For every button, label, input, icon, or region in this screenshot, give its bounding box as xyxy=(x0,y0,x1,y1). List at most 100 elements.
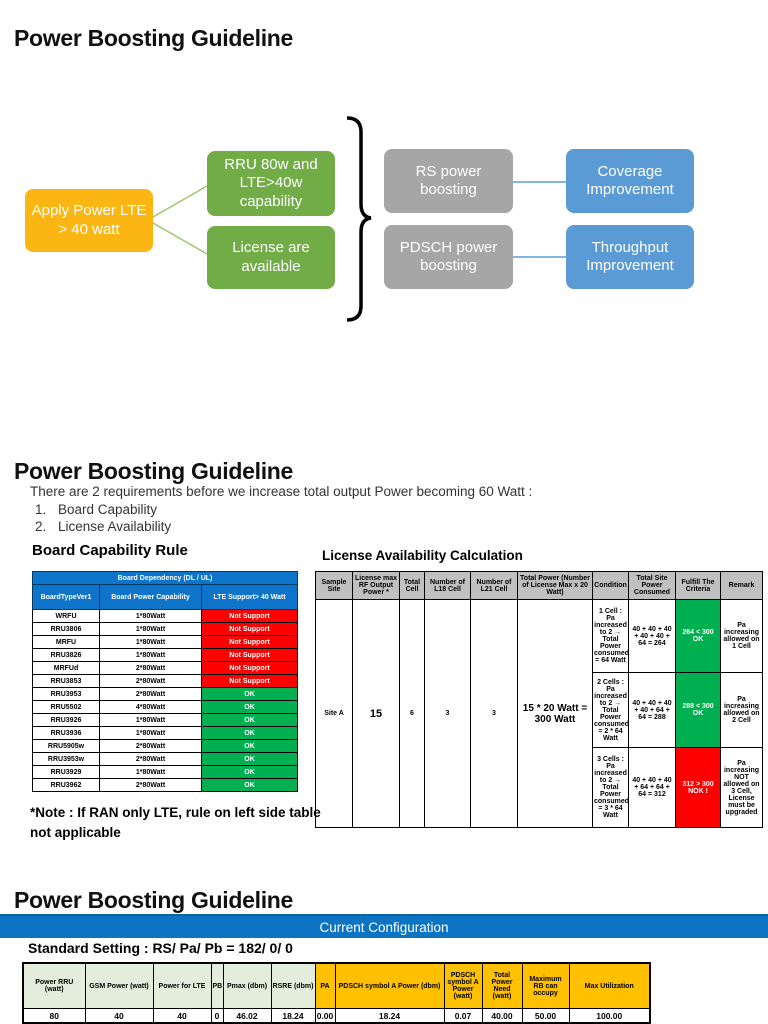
license-condition-cell: 3 Cells : Pa increased to 2 → Total Powe… xyxy=(592,747,629,828)
board-type-cell: RRU3826 xyxy=(32,648,100,662)
license-col-header: Sample Site xyxy=(315,571,353,600)
board-type-cell: RRU3853 xyxy=(32,674,100,688)
license-criteria-cell: 288 < 300 OK xyxy=(675,672,721,748)
license-col-header: Total Site Power Consumed xyxy=(628,571,676,600)
config-col-header: PDSCH symbol A Power (dbm) xyxy=(334,962,445,1009)
board-type-cell: RRU3936 xyxy=(32,726,100,740)
board-type-cell: RRU5502 xyxy=(32,700,100,714)
config-value-cell: 0 xyxy=(210,1008,224,1024)
board-type-cell: WRFU xyxy=(32,609,100,623)
flow-pdsch-boosting-box: PDSCH power boosting xyxy=(384,225,513,289)
board-status-cell: Not Support xyxy=(200,661,299,675)
license-remark-cell: Pa increasing NOT allowed on 3 Cell, Lic… xyxy=(720,747,763,828)
license-site-cell: Site A xyxy=(315,599,353,828)
board-group-header: Board Dependency (DL / UL) xyxy=(31,571,299,585)
board-table: Board Dependency (DL / UL) BoardTypeVer1… xyxy=(31,571,299,792)
board-type-cell: MRFUd xyxy=(32,661,100,675)
license-table: Sample Site License max RF Output Power … xyxy=(315,571,763,828)
license-col-header: Condition xyxy=(592,571,629,600)
config-value-cell: 80 xyxy=(22,1008,86,1024)
config-value-cell: 100.00 xyxy=(568,1008,651,1024)
board-type-cell: RRU3806 xyxy=(32,622,100,636)
board-status-cell: OK xyxy=(200,700,299,714)
license-col-header: Fulfill The Criteria xyxy=(675,571,721,600)
board-status-cell: OK xyxy=(200,687,299,701)
board-type-cell: RRU3962 xyxy=(32,778,100,792)
license-max-power-cell: 15 xyxy=(352,599,400,828)
board-status-cell: OK xyxy=(200,778,299,792)
flow-rru-capability-box: RRU 80w and LTE>40w capability xyxy=(207,151,335,216)
config-value-cell: 18.24 xyxy=(270,1008,316,1024)
board-status-cell: OK xyxy=(200,765,299,779)
board-status-cell: Not Support xyxy=(200,635,299,649)
license-consumed-cell: 40 + 40 + 40 + 40 + 40 + 64 = 264 xyxy=(628,599,676,673)
board-status-cell: Not Support xyxy=(200,622,299,636)
flow-connector-lines xyxy=(152,116,566,322)
flow-rs-boosting-box: RS power boosting xyxy=(384,149,513,213)
slide1-title: Power Boosting Guideline xyxy=(14,25,294,52)
config-col-header: Total Power Need (watt) xyxy=(481,962,523,1009)
board-power-cell: 1*80Watt xyxy=(99,609,202,623)
board-power-cell: 2*80Watt xyxy=(99,661,202,675)
license-l18-cell: 3 xyxy=(424,599,471,828)
config-value-cell: 0.07 xyxy=(443,1008,483,1024)
config-col-header: PB xyxy=(210,962,224,1009)
board-power-cell: 2*80Watt xyxy=(99,752,202,766)
requirement-item: License Availability xyxy=(50,518,532,535)
standard-setting-label: Standard Setting : RS/ Pa/ Pb = 182/ 0/ … xyxy=(28,940,293,956)
config-col-header: Max Utilization xyxy=(568,962,651,1009)
license-col-header: Total Cell xyxy=(399,571,425,600)
config-col-header: Power RRU (watt) xyxy=(22,962,86,1009)
license-total-cell: 6 xyxy=(399,599,425,828)
license-total-power-cell: 15 * 20 Watt = 300 Watt xyxy=(517,599,593,828)
license-remark-cell: Pa increasing allowed on 2 Cell xyxy=(720,672,763,748)
slide3-title: Power Boosting Guideline xyxy=(14,887,294,914)
license-condition-cell: 2 Cells : Pa increased to 2 → Total Powe… xyxy=(592,672,629,748)
license-col-header: Total Power (Number of License Max x 20 … xyxy=(517,571,593,600)
board-status-cell: Not Support xyxy=(200,674,299,688)
config-value-cell: 40.00 xyxy=(481,1008,523,1024)
requirements-intro: There are 2 requirements before we incre… xyxy=(30,483,532,535)
board-status-cell: OK xyxy=(200,752,299,766)
board-power-cell: 4*80Watt xyxy=(99,700,202,714)
board-col-header: BoardTypeVer1 xyxy=(32,584,100,610)
board-power-cell: 2*80Watt xyxy=(99,674,202,688)
board-col-header: Board Power Capability xyxy=(99,584,202,610)
config-col-header: GSM Power (watt) xyxy=(84,962,154,1009)
flow-apply-power-box: Apply Power LTE > 40 watt xyxy=(25,189,153,252)
config-col-header: RSRE (dbm) xyxy=(270,962,316,1009)
config-value-cell: 0.00 xyxy=(314,1008,336,1024)
slide2-title: Power Boosting Guideline xyxy=(14,458,294,485)
board-power-cell: 1*80Watt xyxy=(99,635,202,649)
requirement-item: Board Capability xyxy=(50,501,532,518)
board-type-cell: RRU3926 xyxy=(32,713,100,727)
config-value-cell: 18.24 xyxy=(334,1008,445,1024)
requirements-intro-line: There are 2 requirements before we incre… xyxy=(30,484,533,499)
license-col-header: Number of L21 Cell xyxy=(470,571,518,600)
board-power-cell: 1*80Watt xyxy=(99,765,202,779)
license-criteria-cell: 264 < 300 OK xyxy=(675,599,721,673)
board-power-cell: 2*80Watt xyxy=(99,778,202,792)
board-status-cell: Not Support xyxy=(200,648,299,662)
flow-throughput-improvement-box: Throughput Improvement xyxy=(566,225,694,289)
board-power-cell: 1*80Watt xyxy=(99,726,202,740)
license-consumed-cell: 40 + 40 + 40 + 64 + 64 + 64 = 312 xyxy=(628,747,676,828)
board-table-title: Board Capability Rule xyxy=(32,542,188,559)
board-type-cell: MRFU xyxy=(32,635,100,649)
config-col-header: Power for LTE xyxy=(152,962,212,1009)
